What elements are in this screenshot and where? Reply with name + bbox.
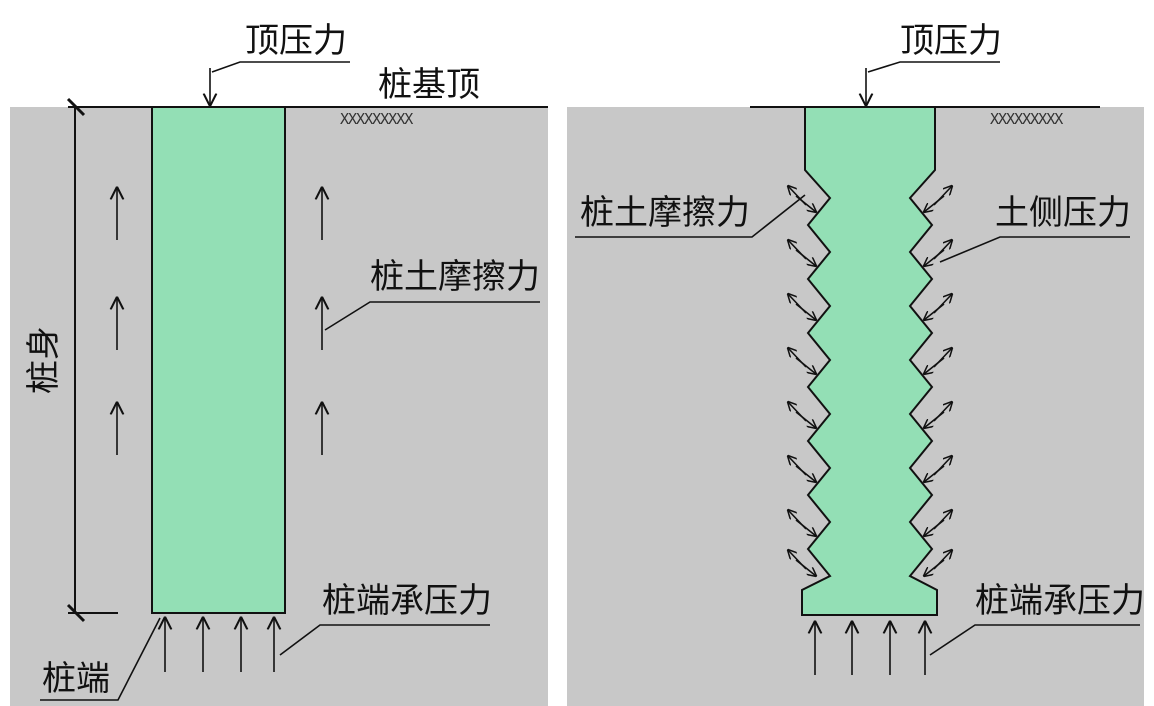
left-panel: XXXXXXXXX 桩身 顶压力 桩基顶 桩土摩擦力 xyxy=(10,21,548,706)
left-pile-body xyxy=(151,106,286,614)
left-top-force-label: 顶压力 xyxy=(245,21,347,61)
lateral-pressure-arrow xyxy=(795,559,816,576)
left-tip-bearing-label: 桩端承压力 xyxy=(322,581,492,621)
lateral-pressure-arrow xyxy=(924,249,945,266)
right-top-force-label: 顶压力 xyxy=(900,21,1002,61)
left-friction-leader xyxy=(324,301,540,331)
right-pile-body-serrated xyxy=(801,106,938,616)
right-right-side-force-arrows xyxy=(924,186,952,576)
pile-body-label: 桩身 xyxy=(24,326,64,394)
right-friction-label: 桩土摩擦力 xyxy=(580,193,750,233)
right-tip-bearing-arrows xyxy=(815,622,925,675)
lateral-pressure-arrow xyxy=(924,303,945,320)
right-left-side-force-arrows xyxy=(788,186,816,576)
lateral-pressure-arrow xyxy=(795,519,816,536)
left-soil-hatch: XXXXXXXXX xyxy=(340,110,413,128)
lateral-pressure-arrow xyxy=(795,411,816,428)
dimension-tick-top xyxy=(66,97,86,117)
lateral-pressure-label: 土侧压力 xyxy=(995,193,1131,233)
right-panel: XXXXXXXXX 顶压力 xyxy=(567,21,1145,706)
lateral-pressure-leader xyxy=(939,236,1130,263)
left-friction-arrows xyxy=(117,188,322,455)
left-tip-bearing-leader xyxy=(279,624,490,656)
lateral-pressure-arrow xyxy=(795,303,816,320)
lateral-pressure-arrow xyxy=(795,465,816,482)
lateral-pressure-arrow xyxy=(924,195,945,212)
lateral-pressure-arrow xyxy=(924,411,945,428)
right-tip-bearing-label: 桩端承压力 xyxy=(975,581,1145,621)
left-friction-label: 桩土摩擦力 xyxy=(370,257,540,297)
right-tip-bearing-leader xyxy=(929,624,1140,656)
lateral-pressure-arrow xyxy=(795,249,816,266)
pile-top-label: 桩基顶 xyxy=(378,65,480,105)
pile-tip-leader xyxy=(40,617,161,701)
lateral-pressure-arrow xyxy=(924,559,945,576)
pile-tip-label: 桩端 xyxy=(42,659,110,699)
lateral-pressure-arrow xyxy=(924,465,945,482)
right-top-force-leader xyxy=(867,61,1000,73)
right-soil-hatch: XXXXXXXXX xyxy=(990,110,1063,128)
lateral-pressure-arrow xyxy=(795,357,816,374)
left-tip-bearing-arrows xyxy=(165,618,274,672)
left-top-force-leader xyxy=(211,61,350,73)
lateral-pressure-arrow xyxy=(924,519,945,536)
right-friction-leader xyxy=(575,194,806,238)
lateral-pressure-arrow xyxy=(924,357,945,374)
